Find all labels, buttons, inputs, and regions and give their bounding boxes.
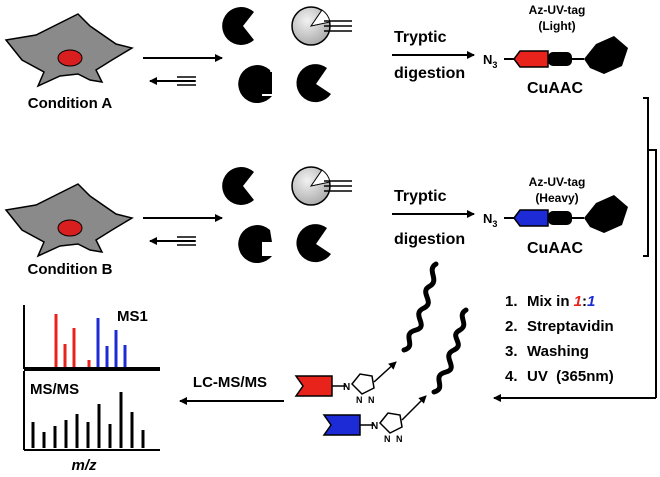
labeled-peptide-heavy: N N N [322, 307, 469, 444]
peptide-bond [373, 361, 397, 383]
step-3: 3.Washing [505, 343, 589, 360]
uv-tag-red [294, 375, 333, 397]
cell-a-nucleus [57, 49, 83, 67]
triazole-icon [378, 412, 403, 434]
triazole-n: N [371, 421, 378, 432]
protein-pacman-icon [222, 167, 254, 205]
protein-pacman-icon [222, 7, 254, 46]
cell-b-label: Condition B [28, 261, 113, 278]
triazole-n: N [396, 434, 403, 444]
digestion-step-b: Tryptic digestion [392, 188, 475, 248]
azide-label: N3 [483, 52, 497, 70]
cell-b: Condition B [4, 183, 134, 278]
cell-a: Condition A [4, 13, 134, 112]
triazole-icon [350, 373, 375, 395]
probe-icon [324, 20, 352, 32]
uv-tag-red [513, 50, 549, 68]
digestion-label-line1: Tryptic [394, 29, 447, 46]
protein-notched-body [238, 65, 272, 104]
biotin-icon [584, 195, 628, 233]
labeled-peptide-light: N N N [294, 261, 439, 405]
msms-label: MS/MS [30, 381, 79, 398]
tag-title: Az-UV-tag [529, 175, 586, 189]
linker-block [548, 211, 572, 225]
az-uv-tag-light: Az-UV-tag (Light) N3 CuAAC [483, 3, 628, 97]
lcms-label: LC-MS/MS [193, 374, 267, 391]
binding-wedge [309, 9, 331, 27]
digestion-step-a: Tryptic digestion [392, 29, 475, 82]
digestion-label-line2: digestion [394, 65, 465, 82]
msms-panel: MS/MS [23, 371, 160, 451]
peptide-chain-icon [401, 261, 439, 353]
triazole-n: N [384, 434, 391, 444]
uv-tag-blue [513, 209, 549, 227]
msms-peaks [31, 392, 145, 448]
mass-spectrum: MS1 MS/MS [23, 305, 160, 474]
digestion-label-line2: digestion [394, 231, 465, 248]
protein-group-b [222, 166, 352, 264]
tag-kind: (Heavy) [535, 191, 578, 205]
cell-b-nucleus [57, 219, 83, 237]
az-uv-tag-heavy: Az-UV-tag (Heavy) N3 CuAAC [483, 175, 628, 257]
triazole-n: N [368, 395, 375, 405]
protein-pacman-icon [296, 64, 331, 103]
tag-title: Az-UV-tag [529, 3, 586, 17]
exchange-arrows-a [143, 54, 223, 86]
linker-block [548, 52, 572, 66]
exchange-arrows-b [143, 214, 223, 246]
bracket-stem [648, 149, 657, 398]
biotin-icon [584, 36, 628, 74]
combine-bracket [493, 97, 657, 402]
triazole-n: N [356, 395, 363, 405]
uv-tag-blue [322, 414, 361, 436]
peptide-bond [401, 395, 427, 421]
protein-pacman-icon [296, 224, 331, 263]
ms1-label: MS1 [117, 308, 148, 325]
azide-label: N3 [483, 211, 497, 229]
peptide-chain-icon [431, 307, 469, 395]
enrichment-steps: 1.Mix in 1:1 2.Streptavidin 3.Washing 4.… [505, 293, 614, 385]
step-1: 1.Mix in 1:1 [505, 293, 595, 310]
ms1-peaks [54, 314, 127, 367]
triazole-n: N [343, 382, 350, 393]
reaction-label: CuAAC [527, 240, 583, 257]
protein-notched-body [238, 225, 272, 264]
probe-icon [177, 236, 196, 246]
step-2: 2.Streptavidin [505, 318, 614, 335]
bracket-line [643, 97, 649, 257]
cell-a-label: Condition A [28, 95, 113, 112]
step-4: 4.UV (365nm) [505, 368, 614, 385]
reaction-label: CuAAC [527, 80, 583, 97]
binding-wedge [309, 169, 331, 187]
protein-group-a [222, 6, 352, 104]
ms1-panel: MS1 [23, 305, 160, 371]
probe-icon [177, 76, 196, 86]
spectrum-x-label: m/z [71, 457, 97, 474]
digestion-label-line1: Tryptic [394, 188, 447, 205]
lcms-step: LC-MS/MS [179, 374, 284, 405]
probe-icon [324, 180, 352, 192]
tag-kind: (Light) [538, 19, 575, 33]
